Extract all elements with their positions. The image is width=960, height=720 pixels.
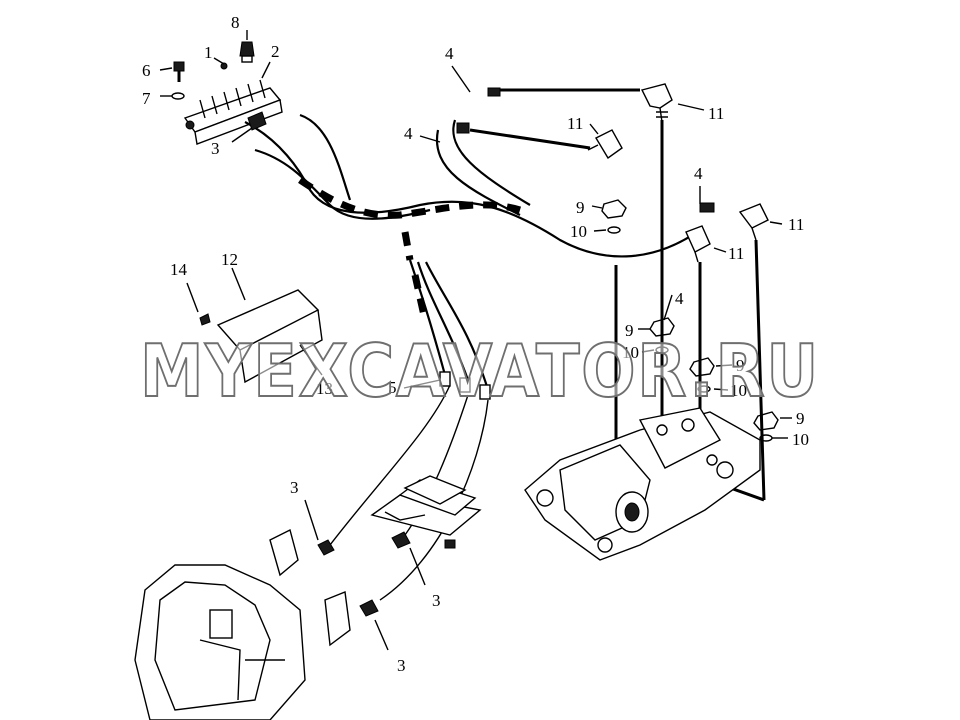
watermark-text: MYEXCAVATOR.RU	[140, 329, 820, 413]
callout-5: 5	[388, 378, 397, 397]
callout-8: 8	[231, 13, 240, 32]
callout-1: 1	[204, 43, 213, 62]
callout-3-box: 3	[432, 591, 441, 610]
callout-9-c: 9	[736, 356, 745, 375]
callout-10-c: 10	[730, 381, 747, 400]
leader-lines	[159, 30, 792, 439]
callout-4-left: 4	[404, 124, 413, 143]
callout-10-a: 10	[570, 222, 587, 241]
callout-11-b: 11	[567, 114, 583, 133]
callout-10-b: 10	[622, 343, 639, 362]
elbow-fitting-11	[587, 83, 769, 263]
callout-13: 13	[316, 379, 333, 398]
callout-12: 12	[221, 250, 238, 269]
washer-7	[171, 92, 185, 100]
callout-14: 14	[170, 260, 188, 279]
control-box	[370, 475, 482, 549]
sensor-3	[247, 111, 426, 651]
callout-9-d: 9	[796, 409, 805, 428]
callout-11-d: 11	[728, 244, 744, 263]
callout-4-top: 4	[445, 44, 454, 63]
screw-1	[220, 62, 228, 70]
clip-14	[199, 313, 211, 326]
callout-9-b: 9	[625, 321, 634, 340]
callout-10-d: 10	[792, 430, 809, 449]
bolt-6	[173, 61, 185, 82]
callout-11-a: 11	[708, 104, 724, 123]
plate-12	[216, 289, 323, 384]
callout-11-c: 11	[788, 215, 804, 234]
callout-4-right: 4	[694, 164, 703, 183]
callouts: 1 2 3 3 3 3 4 4 4 4 5 6 7 8 9 9 9 9 10 1…	[142, 13, 809, 675]
valve-body	[524, 407, 761, 561]
hose-fittings	[439, 87, 715, 400]
wire-harness	[244, 113, 701, 601]
callout-3-top: 3	[211, 139, 220, 158]
callout-3-bottom: 3	[397, 656, 406, 675]
callout-6: 6	[142, 61, 151, 80]
callout-3-mid: 3	[290, 478, 299, 497]
pump-housing	[134, 528, 351, 720]
callout-2: 2	[271, 42, 280, 61]
connector-8	[239, 41, 255, 63]
terminal-block	[183, 79, 283, 145]
callout-4-lower: 4	[675, 289, 684, 308]
callout-9-a: 9	[576, 198, 585, 217]
callout-7: 7	[142, 89, 151, 108]
